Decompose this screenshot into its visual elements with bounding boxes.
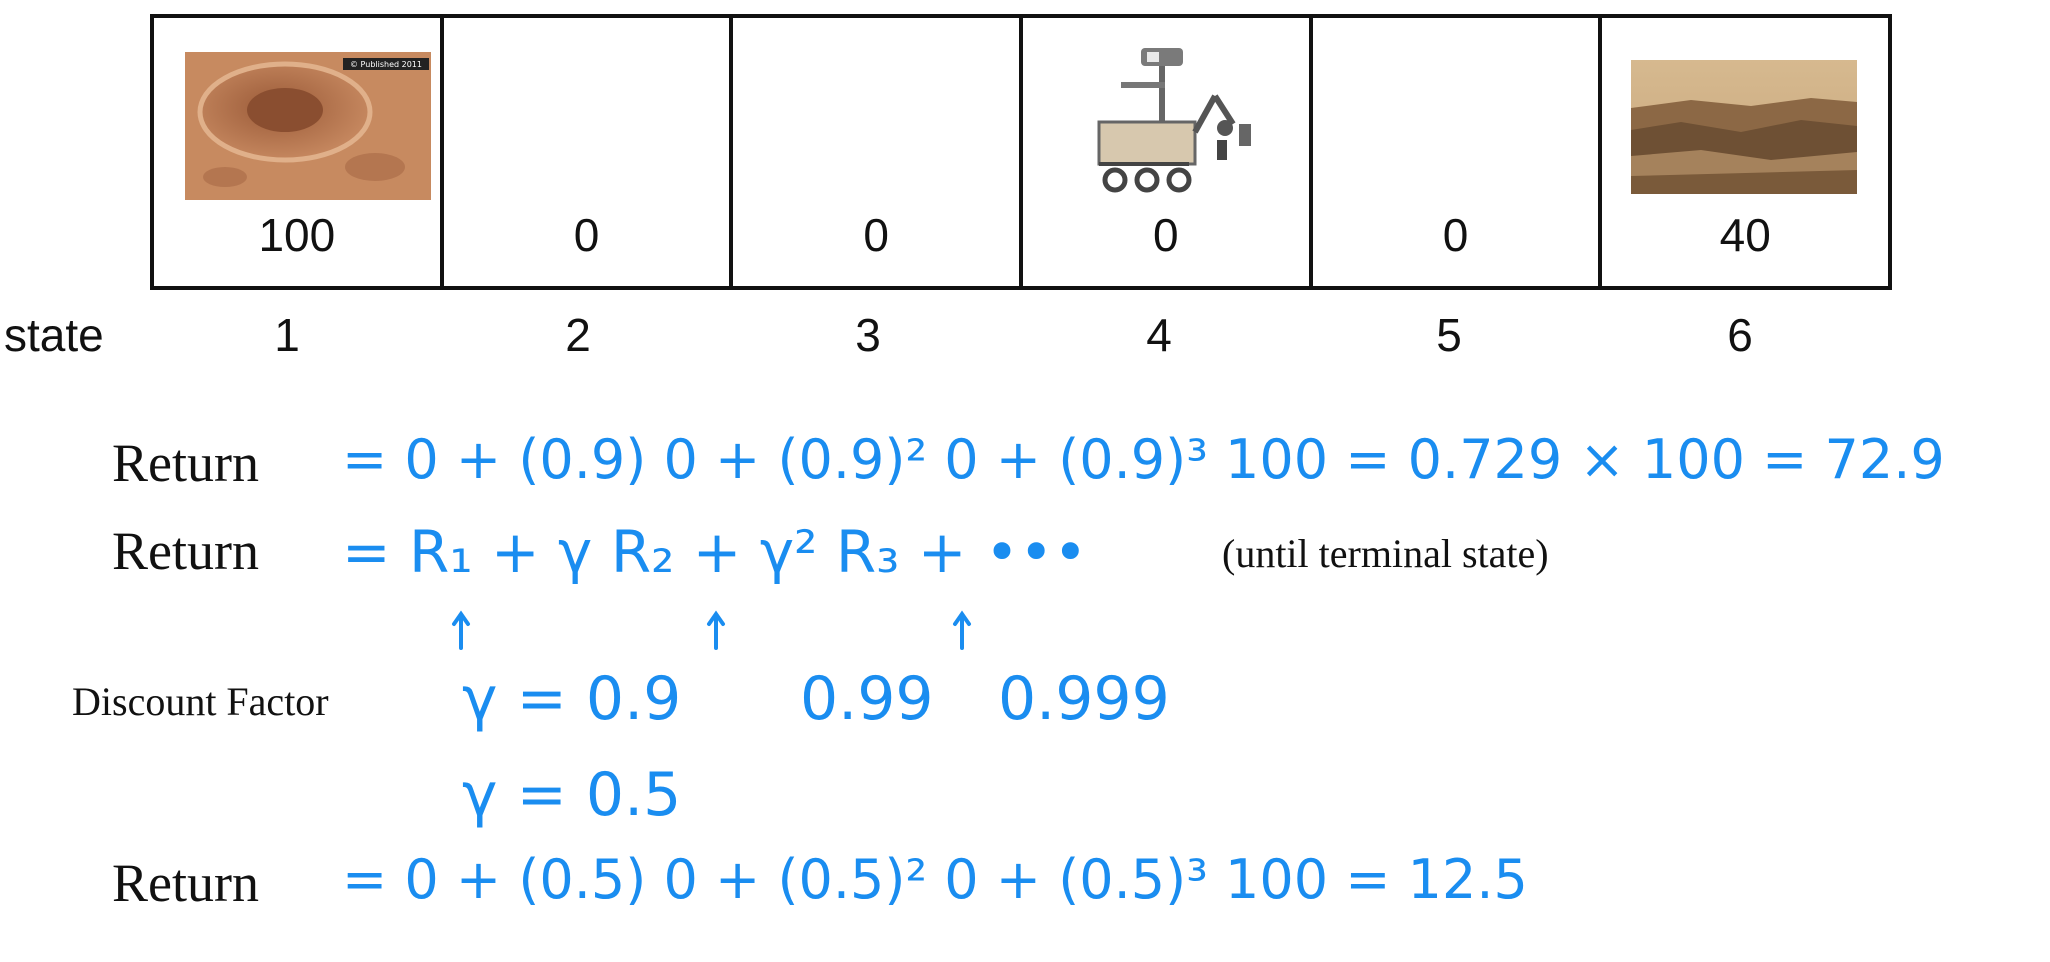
state-row: state 1 2 3 4 5 6 — [0, 300, 2050, 370]
cliff-image — [1631, 60, 1858, 194]
arrow-icon-r3 — [953, 610, 971, 650]
crater-image: © Published 2011 — [185, 52, 431, 200]
state-number-5: 5 — [1436, 309, 1462, 361]
discount-factor-label: Discount Factor — [72, 679, 329, 724]
rover-icon — [1097, 48, 1252, 193]
gamma-value-09: γ = 0.9 — [462, 664, 682, 734]
state-number-3: 3 — [855, 309, 881, 361]
state-number-2: 2 — [565, 309, 591, 361]
return-label-3: Return — [112, 853, 259, 913]
state-grid: © Published 2011 100 0 0 0 0 — [150, 14, 1892, 290]
reward-3: 0 — [863, 209, 889, 261]
reward-1: 100 — [258, 209, 336, 261]
state-number-1: 1 — [274, 309, 300, 361]
reward-6: 40 — [1719, 209, 1771, 261]
gamma-value-0999: 0.999 — [998, 664, 1170, 734]
reward-5: 0 — [1442, 209, 1469, 261]
state-cell-3: 0 — [733, 18, 1024, 286]
crater-caption: © Published 2011 — [350, 60, 422, 69]
arrow-icon-r1 — [452, 610, 470, 650]
gamma-value-05: γ = 0.5 — [462, 760, 682, 830]
state-cell-2: 0 — [444, 18, 734, 286]
reward-4: 0 — [1153, 209, 1179, 261]
gamma-value-099: 0.99 — [800, 664, 934, 734]
state-label: state — [4, 309, 104, 361]
state-cell-4: 0 — [1023, 18, 1313, 286]
arrow-icon-r2 — [707, 610, 725, 650]
return-label-1: Return — [112, 433, 259, 493]
until-terminal-label: (until terminal state) — [1222, 531, 1549, 576]
state-cell-1: © Published 2011 100 — [154, 18, 444, 286]
reward-2: 0 — [573, 209, 600, 261]
state-cell-6: 40 — [1602, 18, 1888, 286]
return-formula: = R₁ + γ R₂ + γ² R₃ + ••• — [342, 518, 1088, 586]
state-cell-5: 0 — [1313, 18, 1603, 286]
return-label-2: Return — [112, 521, 259, 581]
state-number-6: 6 — [1727, 309, 1753, 361]
return-calc-gamma-05: = 0 + (0.5) 0 + (0.5)² 0 + (0.5)³ 100 = … — [342, 848, 1528, 911]
return-calc-gamma-09: = 0 + (0.9) 0 + (0.9)² 0 + (0.9)³ 100 = … — [342, 428, 1945, 491]
state-number-4: 4 — [1146, 309, 1172, 361]
